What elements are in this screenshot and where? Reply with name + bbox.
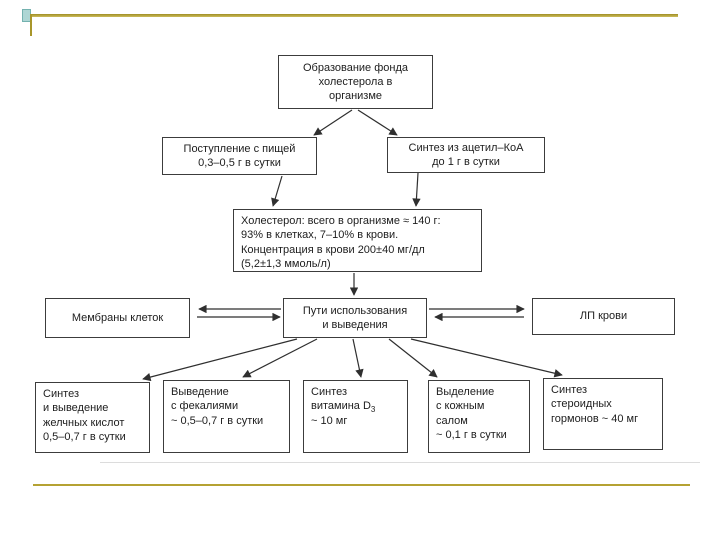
box-vitamin-d3-line1: Синтез (311, 386, 347, 398)
box-cholesterol-pool-formation: Образование фонда холестерола в организм… (278, 55, 433, 109)
box-bile-acids: Синтез и выведение желчных кислот 0,5–0,… (35, 382, 150, 453)
box-food-intake: Поступление с пищей 0,3–0,5 г в сутки (162, 137, 317, 175)
box-utilization-pathways-text: Пути использования и выведения (302, 304, 408, 331)
box-acetyl-coa-synthesis-text: Синтез из ацетил–КоА до 1 г в сутки (408, 141, 524, 168)
box-bile-acids-text: Синтез и выведение желчных кислот 0,5–0,… (43, 388, 126, 443)
box-skin-sebum: Выделение с кожным салом ~ 0,1 г в сутки (428, 380, 530, 453)
box-acetyl-coa-synthesis: Синтез из ацетил–КоА до 1 г в сутки (387, 137, 545, 173)
box-vitamin-d3: Синтез витамина D3 ~ 10 мг (303, 380, 408, 453)
image-edge-line (100, 462, 700, 463)
box-skin-sebum-text: Выделение с кожным салом ~ 0,1 г в сутки (436, 386, 507, 441)
box-vitamin-d3-subscript: 3 (370, 405, 376, 415)
box-vitamin-d3-line2: витамина D (311, 400, 371, 413)
box-steroid-hormones: Синтез стероидных гормонов ~ 40 мг (543, 378, 663, 450)
bottom-accent-line (33, 484, 690, 486)
box-blood-lipoproteins: ЛП крови (532, 298, 675, 335)
top-accent-line-vertical (30, 14, 32, 36)
box-cholesterol-pool-formation-text: Образование фонда холестерола в организм… (302, 61, 408, 103)
box-blood-lipoproteins-text: ЛП крови (579, 310, 628, 323)
box-feces-excretion: Выведение с фекалиями ~ 0,5–0,7 г в сутк… (163, 380, 290, 453)
box-feces-excretion-text: Выведение с фекалиями ~ 0,5–0,7 г в сутк… (171, 386, 264, 427)
box-steroid-hormones-text: Синтез стероидных гормонов ~ 40 мг (551, 384, 639, 425)
box-utilization-pathways: Пути использования и выведения (283, 298, 427, 338)
box-cell-membranes-text: Мембраны клеток (71, 311, 164, 324)
box-cholesterol-total: Холестерол: всего в организме ≈ 140 г: 9… (233, 209, 482, 272)
top-accent-line (30, 14, 678, 17)
box-cholesterol-total-text: Холестерол: всего в организме ≈ 140 г: 9… (241, 215, 441, 270)
box-food-intake-text: Поступление с пищей 0,3–0,5 г в сутки (183, 142, 296, 169)
box-vitamin-d3-line3: ~ 10 мг (311, 414, 348, 427)
box-cell-membranes: Мембраны клеток (45, 298, 190, 338)
